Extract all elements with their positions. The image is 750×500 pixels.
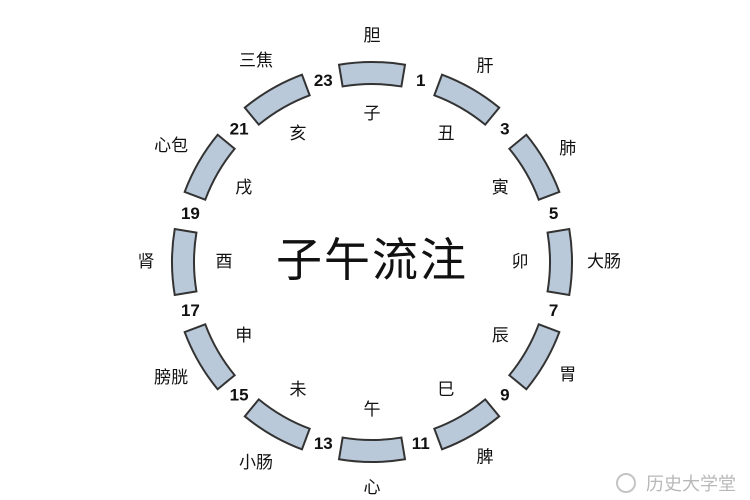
segment-2 — [507, 133, 561, 201]
hour-label-15: 15 — [230, 385, 249, 404]
organ-label-6: 心 — [364, 478, 381, 498]
watermark-icon — [616, 473, 637, 493]
segment-9 — [171, 227, 198, 297]
segment-7 — [243, 397, 311, 451]
organ-label-2: 肺 — [559, 139, 576, 159]
branch-label-0: 子 — [364, 104, 381, 124]
organ-label-9: 肾 — [138, 252, 155, 272]
branch-label-2: 寅 — [492, 178, 509, 198]
center-title: 子午流注 — [276, 233, 468, 287]
hour-label-19: 19 — [181, 204, 200, 223]
hour-label-7: 7 — [549, 301, 558, 320]
hour-label-11: 11 — [412, 434, 430, 453]
organ-label-11: 三焦 — [239, 51, 273, 71]
hour-label-5: 5 — [549, 204, 558, 223]
segment-5 — [433, 397, 501, 451]
hour-label-21: 21 — [230, 120, 249, 139]
branch-label-3: 卯 — [512, 252, 529, 272]
segment-3 — [546, 227, 573, 297]
organ-label-8: 膀胱 — [154, 368, 188, 388]
branch-label-6: 午 — [364, 400, 381, 420]
hour-label-23: 23 — [314, 71, 333, 90]
hour-label-9: 9 — [500, 385, 509, 404]
organ-label-0: 胆 — [364, 26, 381, 46]
branch-label-11: 亥 — [290, 124, 307, 144]
segment-6 — [337, 436, 407, 463]
hour-label-13: 13 — [314, 434, 333, 453]
segment-8 — [183, 323, 237, 391]
branch-label-4: 辰 — [492, 326, 509, 346]
organ-label-4: 胃 — [559, 365, 576, 385]
segment-0 — [337, 61, 407, 88]
watermark: 历史大学堂 — [616, 470, 736, 496]
watermark-text: 历史大学堂 — [646, 474, 736, 495]
organ-label-3: 大肠 — [587, 252, 621, 272]
segment-1 — [433, 73, 501, 127]
segment-10 — [183, 133, 237, 201]
branch-label-10: 戌 — [235, 178, 252, 198]
organ-label-1: 肝 — [477, 56, 494, 76]
segment-4 — [507, 323, 561, 391]
branch-label-7: 未 — [290, 380, 307, 400]
branch-label-5: 巳 — [438, 380, 455, 400]
hour-label-3: 3 — [500, 120, 509, 139]
segment-ring — [171, 61, 573, 463]
hour-label-17: 17 — [181, 301, 200, 320]
branch-label-1: 丑 — [438, 124, 455, 144]
segment-11 — [243, 73, 311, 127]
organ-label-5: 脾 — [477, 448, 494, 468]
organ-label-10: 心包 — [154, 136, 188, 156]
branch-label-9: 酉 — [216, 252, 233, 272]
branch-label-8: 申 — [235, 326, 252, 346]
hour-label-1: 1 — [416, 71, 425, 90]
organ-label-7: 小肠 — [239, 453, 273, 473]
